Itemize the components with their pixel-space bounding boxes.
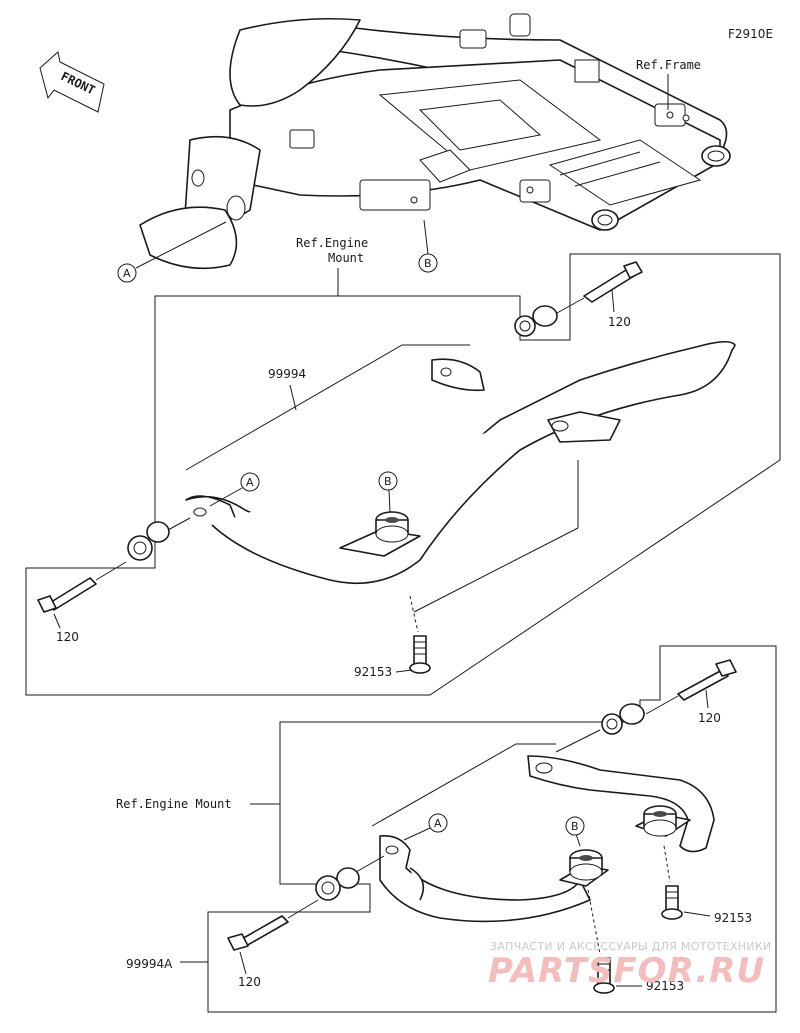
- bushing-right-upper: [514, 305, 558, 337]
- label-120-left-upper: 120: [56, 630, 79, 644]
- callout-b-upper: B: [378, 471, 398, 513]
- svg-text:B: B: [424, 257, 432, 270]
- label-120-right-upper: 120: [608, 315, 631, 329]
- label-92153-bottom-lower: 92153: [646, 979, 684, 993]
- svg-text:A: A: [123, 267, 131, 280]
- watermark-tagline: ЗАПЧАСТИ И АКСЕССУАРЫ ДЛЯ МОТОТЕХНИКИ: [490, 940, 772, 953]
- svg-text:B: B: [571, 820, 579, 833]
- front-arrow-icon: FRONT: [39, 51, 105, 113]
- screw-right-lower: [661, 845, 683, 920]
- svg-text:B: B: [384, 475, 392, 488]
- bolt-right-upper: [547, 261, 643, 319]
- bolt-right-lower: [645, 659, 737, 715]
- callout-b-lower: B: [565, 816, 585, 847]
- ref-engine-mount-label-upper-1: Ref.Engine: [296, 236, 368, 250]
- bushing-right-lower: [555, 703, 645, 753]
- figure-code: F2910E: [728, 27, 773, 41]
- svg-text:A: A: [434, 817, 442, 830]
- label-120-left-lower: 120: [238, 975, 261, 989]
- label-99994: 99994: [268, 367, 306, 381]
- screw-upper: [409, 595, 431, 674]
- bushing-left-lower: [315, 855, 385, 901]
- label-92153-upper: 92153: [354, 665, 392, 679]
- ref-engine-mount-label-lower: Ref.Engine Mount: [116, 797, 232, 811]
- callout-a-top: A: [117, 221, 227, 283]
- label-99994a: 99994A: [126, 957, 173, 971]
- label-92153-right-lower: 92153: [714, 911, 752, 925]
- callout-b-top: B: [418, 219, 438, 273]
- callout-a-upper: A: [209, 472, 260, 507]
- frame-assembly: [139, 13, 731, 270]
- screw-bottom-lower: [587, 889, 615, 994]
- svg-text:A: A: [246, 476, 254, 489]
- label-120-right-lower: 120: [698, 711, 721, 725]
- engine-guard-lower: [379, 755, 715, 923]
- engine-guard-upper: [185, 340, 736, 585]
- bolt-left-lower: [227, 899, 319, 951]
- bushing-left-upper: [127, 517, 191, 561]
- watermark-brand: PARTSFOR.RU: [488, 951, 765, 991]
- ref-frame-label: Ref.Frame: [636, 58, 701, 72]
- ref-engine-mount-label-upper-2: Mount: [328, 251, 364, 265]
- callout-a-lower: A: [403, 813, 448, 841]
- bolt-left-upper: [37, 561, 127, 613]
